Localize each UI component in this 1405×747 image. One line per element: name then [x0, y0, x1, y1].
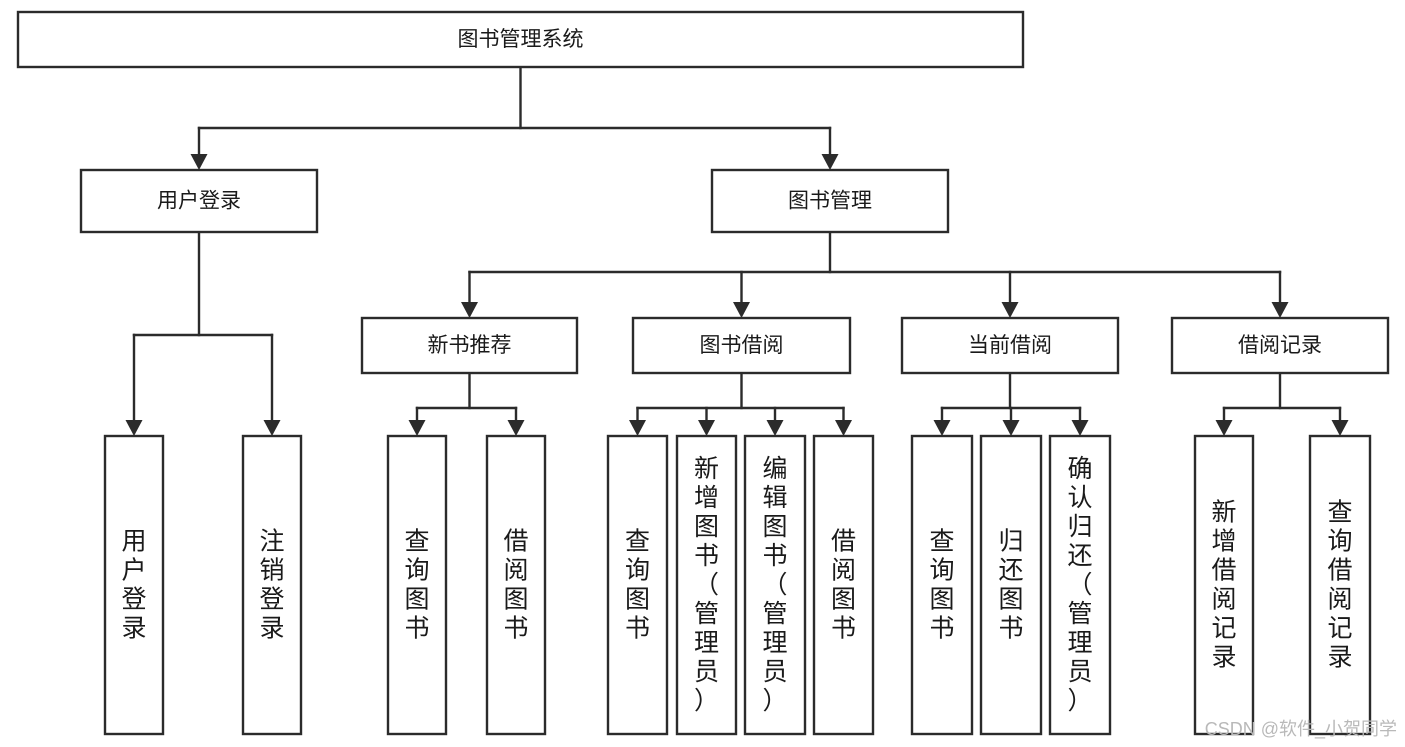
- node-box[interactable]: [1308, 434, 1372, 736]
- node-leaf-edit-book[interactable]: 编辑图书（管理员）: [743, 434, 807, 736]
- node-box[interactable]: [979, 434, 1043, 736]
- node-label: 图书借阅: [700, 334, 784, 357]
- node-box[interactable]: [606, 434, 669, 736]
- node-user-login[interactable]: 用户登录: [79, 168, 319, 234]
- node-label: 新增图书（管理员）: [694, 455, 719, 715]
- arrow-head-icon: [408, 420, 426, 436]
- arrow-head-icon: [461, 302, 478, 318]
- arrow-head-icon: [125, 420, 143, 436]
- arrow-head-icon: [821, 154, 839, 170]
- connectors-layer: [125, 65, 1349, 436]
- arrow-head-icon: [835, 420, 852, 436]
- node-box[interactable]: [710, 168, 950, 234]
- node-box[interactable]: [485, 434, 547, 736]
- node-label: 用户登录: [121, 528, 146, 643]
- node-book-manage[interactable]: 图书管理: [710, 168, 950, 234]
- node-label: 借阅图书: [831, 528, 856, 643]
- node-leaf-query-book-2[interactable]: 查询图书: [606, 434, 669, 736]
- node-label: 图书管理: [788, 190, 872, 213]
- node-borrow-record[interactable]: 借阅记录: [1170, 316, 1390, 375]
- csdn-watermark: CSDN @软件_小贺同学: [1204, 719, 1397, 739]
- node-label: 当前借阅: [968, 334, 1052, 357]
- node-box[interactable]: [1170, 316, 1390, 375]
- arrow-head-icon: [629, 420, 646, 436]
- node-box[interactable]: [900, 316, 1120, 375]
- arrow-head-icon: [1002, 420, 1020, 436]
- node-box[interactable]: [360, 316, 579, 375]
- node-leaf-borrow-book-1[interactable]: 借阅图书: [485, 434, 547, 736]
- arrow-head-icon: [698, 420, 715, 436]
- node-leaf-borrow-book-2[interactable]: 借阅图书: [812, 434, 875, 736]
- arrow-head-icon: [1001, 302, 1019, 318]
- node-label: 确认归还（管理员）: [1067, 455, 1092, 715]
- node-box[interactable]: [675, 434, 738, 736]
- node-label: 注销登录: [259, 528, 284, 643]
- node-new-book-rec[interactable]: 新书推荐: [360, 316, 579, 375]
- arrow-head-icon: [190, 154, 208, 170]
- node-label: 查询图书: [929, 528, 954, 643]
- node-leaf-query-book-3[interactable]: 查询图书: [910, 434, 974, 736]
- node-label: 查询图书: [625, 528, 650, 643]
- node-leaf-add-record[interactable]: 新增借阅记录: [1193, 434, 1255, 736]
- node-box[interactable]: [103, 434, 165, 736]
- node-label: 编辑图书（管理员）: [762, 455, 787, 715]
- node-leaf-confirm-return[interactable]: 确认归还（管理员）: [1048, 434, 1112, 736]
- arrow-head-icon: [1071, 420, 1089, 436]
- node-box[interactable]: [386, 434, 448, 736]
- node-box[interactable]: [1048, 434, 1112, 736]
- node-box[interactable]: [631, 316, 852, 375]
- arrow-head-icon: [507, 420, 525, 436]
- arrow-head-icon: [1271, 302, 1289, 318]
- arrow-head-icon: [733, 302, 750, 318]
- arrow-head-icon: [933, 420, 951, 436]
- arrow-head-icon: [1331, 420, 1349, 436]
- node-box[interactable]: [79, 168, 319, 234]
- node-label: 图书管理系统: [458, 28, 584, 51]
- node-root-root[interactable]: 图书管理系统: [16, 10, 1025, 69]
- node-leaf-user-logout[interactable]: 注销登录: [241, 434, 303, 736]
- node-leaf-return-book[interactable]: 归还图书: [979, 434, 1043, 736]
- node-label: 归还图书: [998, 528, 1023, 643]
- node-leaf-query-record[interactable]: 查询借阅记录: [1308, 434, 1372, 736]
- node-label: 查询图书: [404, 528, 429, 643]
- node-label: 查询借阅记录: [1327, 499, 1352, 672]
- node-box[interactable]: [743, 434, 807, 736]
- node-leaf-add-book[interactable]: 新增图书（管理员）: [675, 434, 738, 736]
- arrow-head-icon: [1215, 420, 1233, 436]
- node-label: 用户登录: [157, 190, 241, 213]
- node-box[interactable]: [241, 434, 303, 736]
- node-box[interactable]: [1193, 434, 1255, 736]
- node-box[interactable]: [910, 434, 974, 736]
- node-label: 借阅记录: [1238, 334, 1322, 357]
- node-box[interactable]: [16, 10, 1025, 69]
- node-label: 新书推荐: [428, 334, 512, 357]
- node-label: 借阅图书: [503, 528, 528, 643]
- node-leaf-user-login[interactable]: 用户登录: [103, 434, 165, 736]
- node-book-borrow[interactable]: 图书借阅: [631, 316, 852, 375]
- node-current-borrow[interactable]: 当前借阅: [900, 316, 1120, 375]
- nodes-layer: 图书管理系统用户登录图书管理新书推荐图书借阅当前借阅借阅记录用户登录注销登录查询…: [16, 10, 1390, 736]
- arrow-head-icon: [263, 420, 281, 436]
- node-label: 新增借阅记录: [1211, 499, 1236, 672]
- node-leaf-query-book-1[interactable]: 查询图书: [386, 434, 448, 736]
- arrow-head-icon: [766, 420, 784, 436]
- node-box[interactable]: [812, 434, 875, 736]
